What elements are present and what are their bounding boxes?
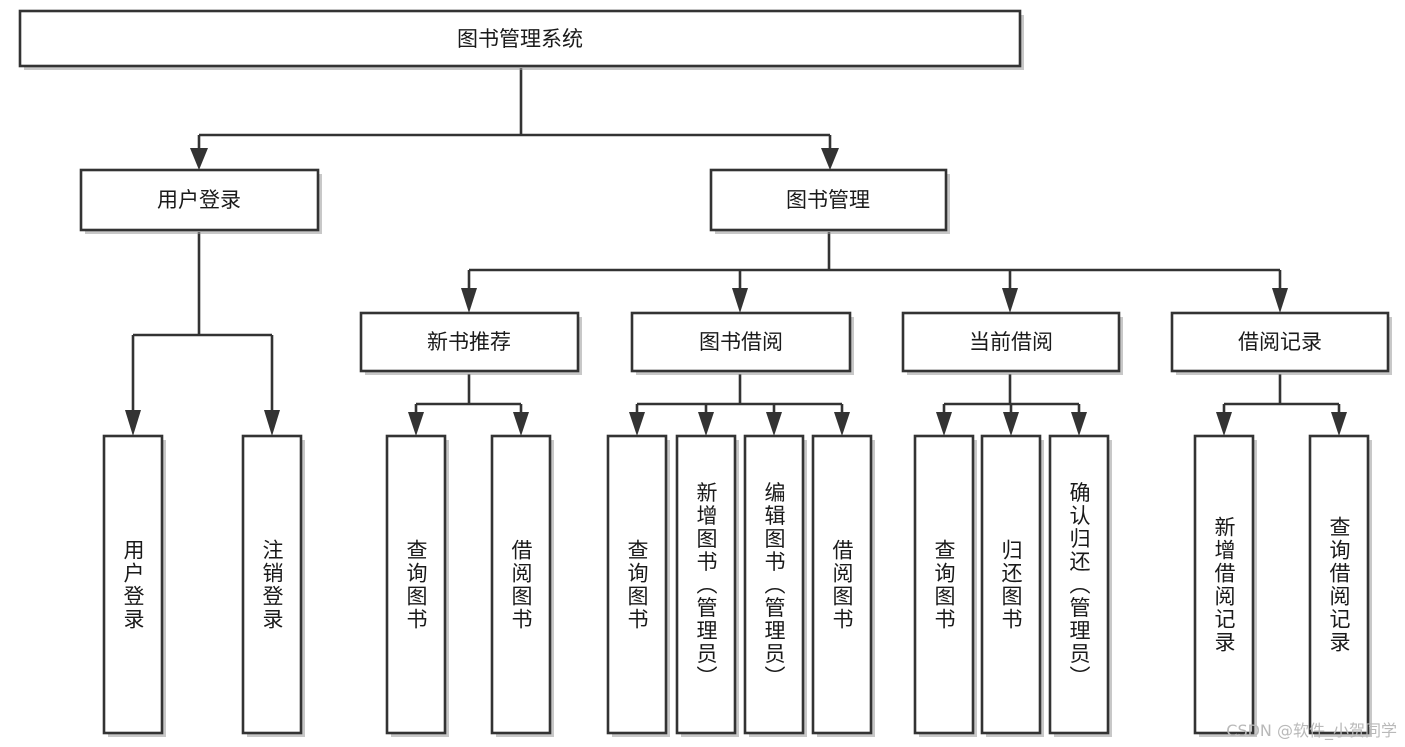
node-borrow-record[interactable]: 借阅记录	[1170, 311, 1392, 375]
node-leaf-query-book-2[interactable]: 查询图书	[606, 434, 670, 737]
node-leaf-borrow-book-2[interactable]: 借阅图书	[811, 434, 875, 737]
arrowhead-book-borrow	[732, 288, 748, 313]
node-leaf-add-book[interactable]: 新增图书（管理员）	[675, 434, 739, 737]
node-leaf-borrow-book-2-rect[interactable]	[811, 434, 873, 735]
node-book-management-rect[interactable]	[709, 168, 948, 232]
node-leaf-query-book-3-label: 查询图书	[932, 539, 956, 631]
node-leaf-borrow-book-1[interactable]: 借阅图书	[490, 434, 554, 737]
connector-layer	[125, 68, 1347, 436]
node-leaf-user-login[interactable]: 用户登录	[102, 434, 166, 737]
node-current-borrow-label: 当前借阅	[969, 330, 1053, 354]
arrowhead-new-book-recommend	[461, 288, 477, 313]
node-user-login-label: 用户登录	[157, 188, 241, 212]
node-leaf-query-record-rect[interactable]	[1308, 434, 1370, 735]
arrowhead-leaf-return-book	[1003, 412, 1019, 436]
node-leaf-borrow-book-2-label: 借阅图书	[830, 539, 854, 631]
node-current-borrow-rect[interactable]	[901, 311, 1121, 373]
node-book-management[interactable]: 图书管理	[709, 168, 950, 234]
node-book-borrow[interactable]: 图书借阅	[630, 311, 854, 375]
arrowhead-user-login	[190, 148, 208, 170]
node-leaf-query-book-2-rect[interactable]	[606, 434, 668, 735]
node-leaf-edit-book[interactable]: 编辑图书（管理员）	[743, 434, 807, 737]
node-leaf-query-book-2-label: 查询图书	[625, 539, 649, 631]
csdn-watermark: CSDN @软件_小贺同学	[1226, 721, 1397, 740]
arrowhead-leaf-logout-login	[264, 410, 280, 436]
arrowhead-leaf-borrow-book-2	[834, 412, 850, 436]
node-borrow-record-rect[interactable]	[1170, 311, 1390, 373]
node-leaf-add-book-rect[interactable]	[675, 434, 737, 735]
arrowhead-leaf-add-book	[698, 412, 714, 436]
node-leaf-query-book-3-rect[interactable]	[913, 434, 975, 735]
node-leaf-confirm-return-label: 确认归还（管理员）	[1067, 482, 1091, 689]
arrowhead-leaf-add-record	[1216, 412, 1232, 436]
node-leaf-borrow-book-1-rect[interactable]	[490, 434, 552, 735]
node-leaf-borrow-book-1-label: 借阅图书	[509, 539, 533, 631]
node-user-login-rect[interactable]	[79, 168, 320, 232]
node-leaf-query-record-label: 查询借阅记录	[1327, 516, 1351, 654]
node-leaf-user-login-rect[interactable]	[102, 434, 164, 735]
arrowhead-leaf-borrow-book-1	[513, 412, 529, 436]
node-new-book-recommend-rect[interactable]	[359, 311, 580, 373]
arrowhead-leaf-user-login	[125, 410, 141, 436]
node-current-borrow[interactable]: 当前借阅	[901, 311, 1123, 375]
node-leaf-edit-book-rect[interactable]	[743, 434, 805, 735]
arrowhead-leaf-query-book-2	[629, 412, 645, 436]
node-leaf-edit-book-label: 编辑图书（管理员）	[762, 482, 786, 689]
arrowhead-leaf-confirm-return	[1071, 412, 1087, 436]
node-leaf-logout-login[interactable]: 注销登录	[241, 434, 305, 737]
node-user-login[interactable]: 用户登录	[79, 168, 322, 234]
node-leaf-add-record-rect[interactable]	[1193, 434, 1255, 735]
node-leaf-add-record-label: 新增借阅记录	[1212, 516, 1236, 654]
node-leaf-logout-login-label: 注销登录	[260, 539, 284, 631]
node-leaf-query-book-1-rect[interactable]	[385, 434, 447, 735]
node-leaf-query-book-1-label: 查询图书	[404, 539, 428, 631]
arrowhead-leaf-query-record	[1331, 412, 1347, 436]
node-book-borrow-rect[interactable]	[630, 311, 852, 373]
node-leaf-confirm-return-rect[interactable]	[1048, 434, 1110, 735]
node-leaf-return-book[interactable]: 归还图书	[980, 434, 1044, 737]
node-root[interactable]: 图书管理系统	[18, 9, 1024, 70]
node-leaf-query-book-1[interactable]: 查询图书	[385, 434, 449, 737]
node-leaf-logout-login-rect[interactable]	[241, 434, 303, 735]
node-leaf-query-record[interactable]: 查询借阅记录	[1308, 434, 1372, 737]
node-leaf-confirm-return[interactable]: 确认归还（管理员）	[1048, 434, 1112, 737]
arrowhead-leaf-edit-book	[766, 412, 782, 436]
node-leaf-user-login-label: 用户登录	[121, 539, 145, 631]
arrowhead-current-borrow	[1002, 288, 1018, 313]
arrowhead-borrow-record	[1272, 288, 1288, 313]
node-leaf-return-book-label: 归还图书	[999, 539, 1023, 631]
node-borrow-record-label: 借阅记录	[1238, 330, 1322, 354]
arrowhead-leaf-query-book-3	[936, 412, 952, 436]
node-leaf-query-book-3[interactable]: 查询图书	[913, 434, 977, 737]
node-leaf-add-record[interactable]: 新增借阅记录	[1193, 434, 1257, 737]
arrowhead-book-management	[821, 148, 839, 170]
node-new-book-recommend-label: 新书推荐	[427, 330, 511, 354]
node-leaf-add-book-label: 新增图书（管理员）	[694, 482, 718, 689]
node-book-borrow-label: 图书借阅	[699, 330, 783, 354]
node-leaf-return-book-rect[interactable]	[980, 434, 1042, 735]
node-new-book-recommend[interactable]: 新书推荐	[359, 311, 582, 375]
node-book-management-label: 图书管理	[786, 188, 870, 212]
node-root-rect[interactable]	[18, 9, 1022, 68]
node-root-label: 图书管理系统	[457, 27, 583, 51]
arrowhead-leaf-query-book-1	[408, 412, 424, 436]
